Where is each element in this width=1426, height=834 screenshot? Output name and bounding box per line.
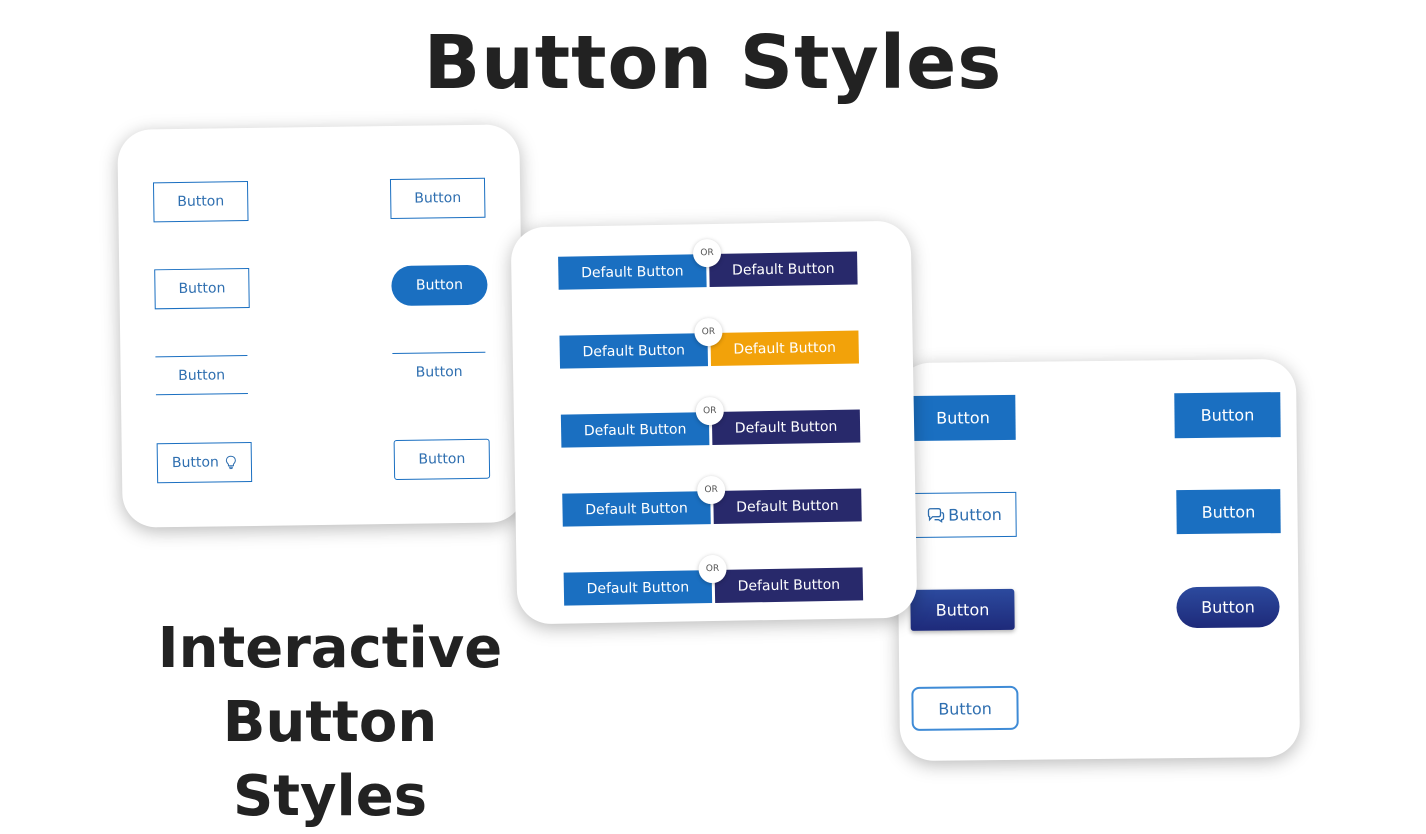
button-styles-card-split: Default Button Default Button OR Default…: [510, 220, 918, 625]
pill-button[interactable]: Button: [391, 264, 488, 307]
lightbulb-icon: [225, 455, 237, 470]
default-button-right[interactable]: Default Button: [714, 567, 864, 604]
default-button-right[interactable]: Default Button: [709, 251, 858, 288]
outline-button[interactable]: Button: [152, 181, 249, 223]
outline-button[interactable]: Button: [389, 177, 486, 220]
default-button-right[interactable]: Default Button: [711, 409, 861, 446]
chat-icon-button-label: Button: [948, 505, 1002, 525]
solid-button[interactable]: Button: [1174, 392, 1281, 439]
rounded-outline-button[interactable]: Button: [911, 685, 1019, 731]
button-styles-card-outline: Button Button Button Button Button Butto…: [117, 124, 525, 528]
default-button-left[interactable]: Default Button: [562, 491, 711, 527]
default-button-left[interactable]: Default Button: [563, 570, 713, 606]
lined-button[interactable]: Button: [155, 355, 248, 396]
subtitle-line-1: Interactive: [157, 616, 503, 681]
gradient-button[interactable]: Button: [910, 588, 1015, 631]
solid-button[interactable]: Button: [1176, 489, 1281, 535]
default-button-left[interactable]: Default Button: [559, 333, 709, 369]
top-line-button[interactable]: Button: [392, 351, 486, 393]
split-button-row: Default Button Default Button OR: [560, 396, 862, 448]
outline-button[interactable]: Button: [154, 267, 250, 310]
page-subtitle: Interactive Button Styles: [120, 612, 540, 834]
default-button-left[interactable]: Default Button: [558, 254, 707, 290]
split-button-row: Default Button Default Button OR: [562, 475, 863, 527]
default-button-left[interactable]: Default Button: [560, 412, 710, 448]
button-styles-card-solid: Button Button Button Button Button Butto…: [895, 358, 1301, 762]
chat-icon: [926, 507, 944, 523]
split-button-row: Default Button Default Button OR: [563, 554, 865, 606]
solid-button[interactable]: Button: [910, 394, 1016, 441]
default-button-right[interactable]: Default Button: [710, 330, 859, 367]
default-button-right[interactable]: Default Button: [713, 488, 862, 525]
gradient-pill-button[interactable]: Button: [1176, 586, 1280, 629]
icon-button-label: Button: [171, 454, 219, 472]
chat-icon-button[interactable]: Button: [911, 491, 1017, 538]
rounded-outline-button[interactable]: Button: [393, 438, 491, 480]
subtitle-line-2: Button Styles: [222, 690, 438, 829]
icon-button[interactable]: Button: [156, 441, 253, 484]
split-button-row: Default Button Default Button OR: [559, 317, 860, 369]
page-title: Button Styles: [423, 20, 1003, 106]
split-button-row: Default Button Default Button OR: [558, 238, 859, 290]
